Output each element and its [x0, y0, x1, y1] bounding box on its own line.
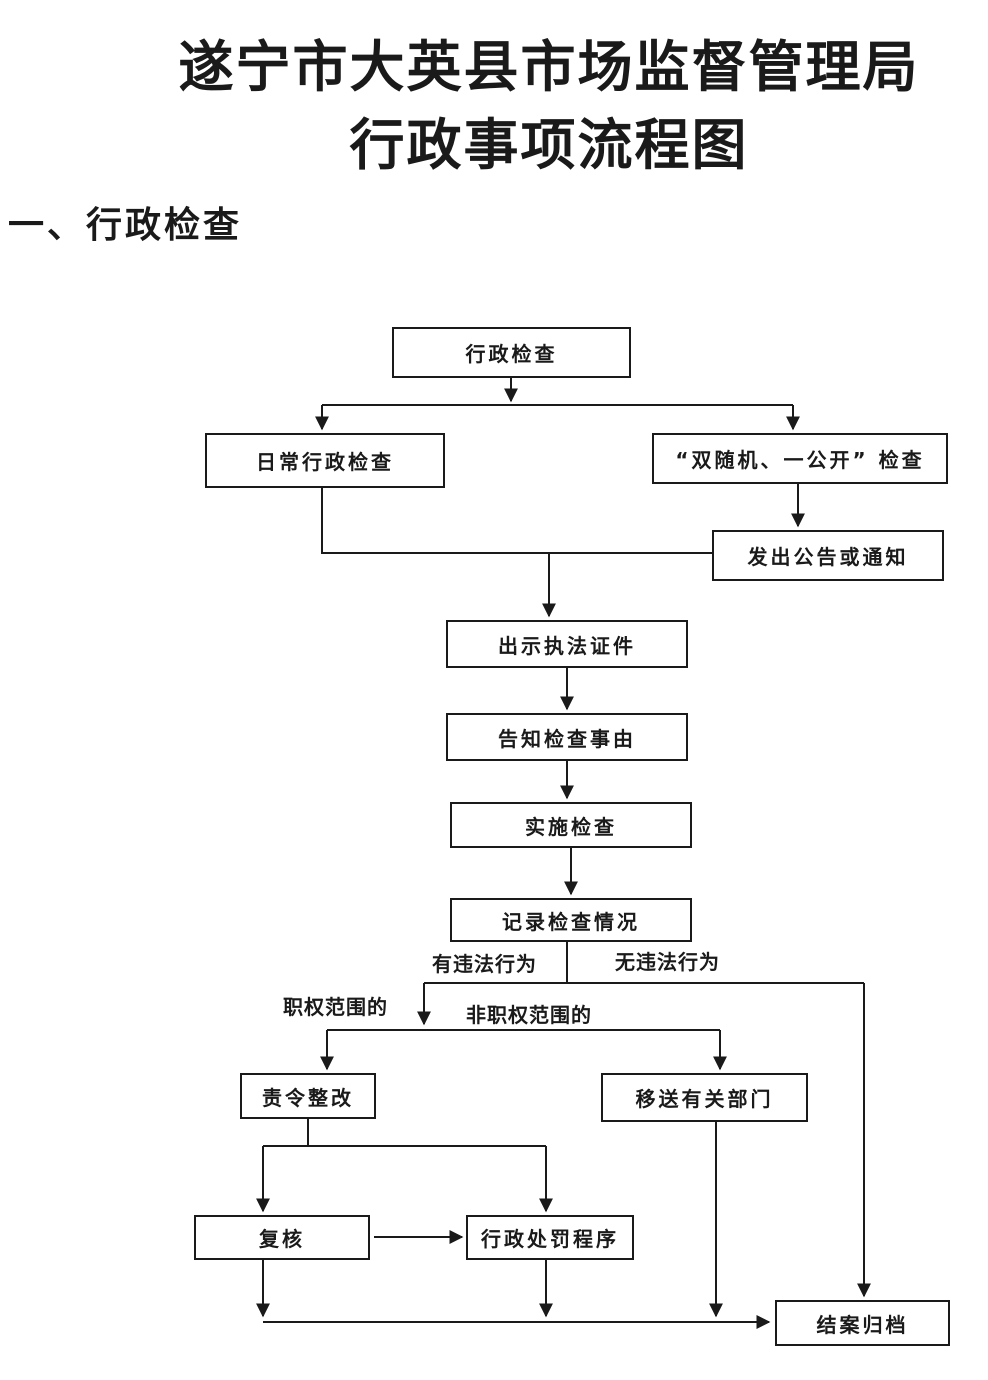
- node-close-archive: 结案归档: [775, 1300, 950, 1346]
- node-daily-inspection: 日常行政检查: [205, 433, 445, 488]
- edge-label-within-authority: 职权范围的: [283, 995, 388, 1019]
- document-title-line1: 遂宁市大英县市场监督管理局: [178, 34, 920, 99]
- document-title: 遂宁市大英县市场监督管理局 行政事项流程图: [115, 28, 983, 184]
- edge-daily-merge: [321, 488, 712, 554]
- node-inspection: 行政检查: [392, 327, 631, 378]
- node-double-random: “双随机、一公开” 检查: [652, 433, 948, 484]
- section-heading: 一、行政检查: [8, 205, 243, 246]
- edge-label-no-violation: 无违法行为: [615, 950, 720, 974]
- edge-label-has-violation: 有违法行为: [432, 952, 537, 976]
- node-punishment-procedure: 行政处罚程序: [466, 1215, 634, 1260]
- edge-label-outside-authority: 非职权范围的: [466, 1003, 592, 1027]
- node-show-credentials: 出示执法证件: [446, 620, 688, 668]
- node-implement-inspection: 实施检查: [450, 802, 692, 848]
- document-title-line2: 行政事项流程图: [349, 112, 749, 178]
- node-transfer-departments: 移送有关部门: [601, 1073, 808, 1122]
- node-review: 复核: [194, 1215, 370, 1260]
- node-record-situation: 记录检查情况: [450, 898, 692, 942]
- node-issue-notice: 发出公告或通知: [712, 530, 944, 581]
- node-inform-reason: 告知检查事由: [446, 713, 688, 761]
- node-order-rectification: 责令整改: [240, 1073, 376, 1119]
